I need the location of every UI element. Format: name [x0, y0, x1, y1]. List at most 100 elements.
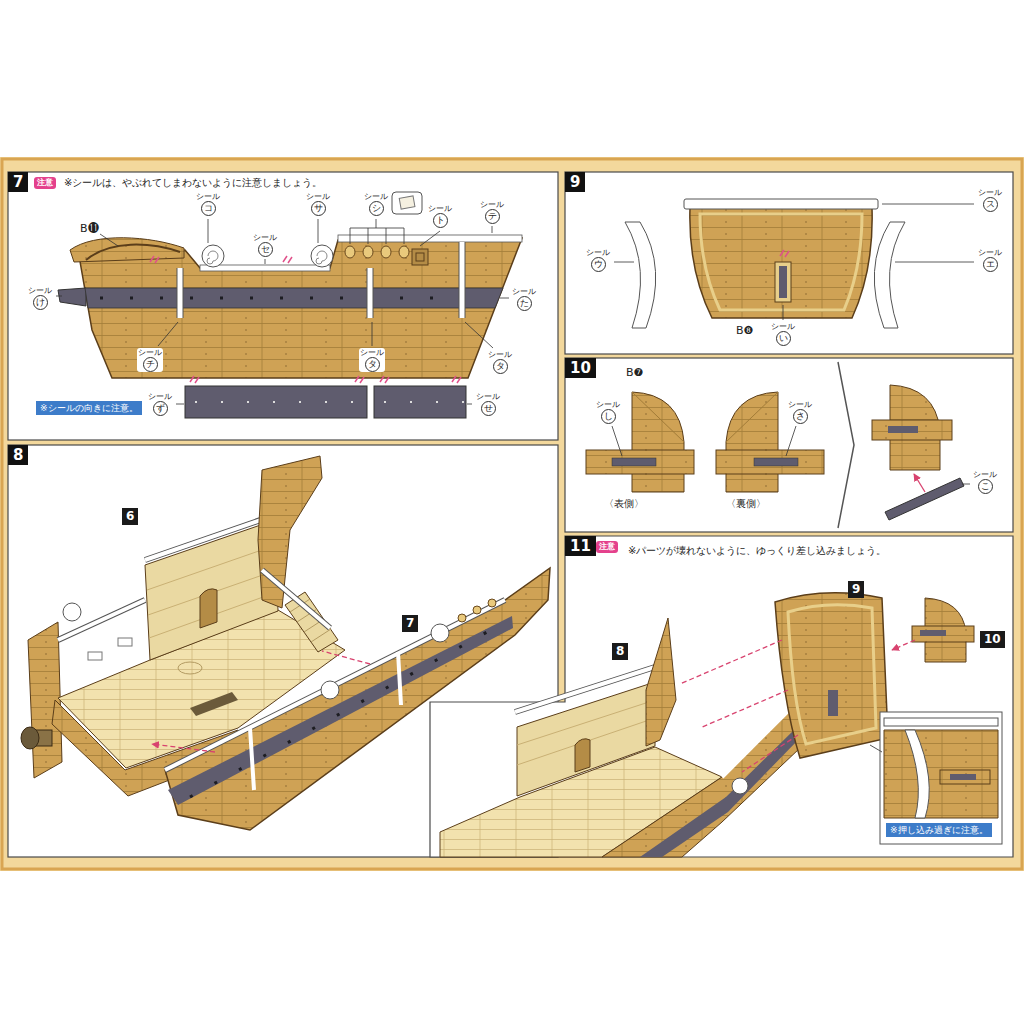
sticker-word: シール [360, 348, 384, 357]
sticker-word: シール [771, 322, 795, 331]
sticker-letter: ス [983, 197, 998, 212]
sticker-callout: シールい [770, 322, 796, 346]
rudder-parts [632, 392, 684, 492]
ship-assembly [431, 624, 449, 642]
stern-assembly [517, 682, 655, 796]
panel-frame [8, 172, 558, 440]
leader-line [56, 219, 509, 404]
sticker-callout: シールコ [195, 192, 221, 216]
part-box: 9 [848, 578, 864, 598]
ship-assembly [178, 662, 202, 674]
ship-assembly [145, 515, 275, 560]
ship-assembly [488, 599, 496, 607]
hull-side-view [399, 246, 409, 258]
leader-line [56, 219, 509, 404]
rudder-parts [612, 426, 970, 484]
sticker-word: シール [253, 233, 277, 242]
hull-side-view [345, 246, 355, 258]
note-text: ※シールの向きに注意。 [40, 402, 138, 414]
note-box: ※押し込み過ぎに注意。 [886, 823, 992, 837]
step-panel: 7注意※シールの向きに注意。シールコシールサシールシシールトシールテシールセシー… [8, 172, 558, 440]
hull-side-view [100, 297, 490, 300]
ship-assembly [145, 515, 275, 560]
ship-assembly [262, 570, 330, 628]
sticker-letter: テ [485, 209, 500, 224]
sticker-callout: シールエ [977, 248, 1003, 272]
stern-assembly [950, 774, 976, 780]
sticker-callout: シールウ [585, 248, 611, 272]
hull-side-view [392, 192, 422, 214]
sticker-word: シール [196, 192, 220, 201]
sticker-callout: シールチ [137, 348, 163, 372]
panel-frame [430, 536, 1013, 857]
hull-side-view [207, 251, 218, 264]
step-number: 7 [8, 172, 28, 192]
step-panel: 867 [8, 445, 558, 857]
sticker-letter: せ [481, 401, 496, 416]
stern-assembly [515, 667, 655, 712]
stern-assembly [905, 730, 929, 818]
stern-panel [690, 208, 872, 318]
ship-assembly [258, 456, 322, 608]
part-box: 7 [402, 612, 418, 632]
hull-side-view [416, 253, 424, 261]
ship-assembly [118, 638, 132, 646]
sticker-callout: シールず [147, 392, 173, 416]
rudder-parts [726, 392, 778, 442]
sticker-letter: た [517, 296, 532, 311]
sticker-letter: さ [793, 409, 808, 424]
caution-note: ※パーツが壊れないように、ゆっくり差し込みましょう。 [628, 545, 886, 557]
hull-side-view [200, 265, 330, 271]
hull-side-view [374, 386, 466, 418]
panel-frame [430, 536, 1013, 857]
hull-side-view [363, 246, 373, 258]
stern-assembly [440, 593, 1002, 857]
sticker-word: シール [306, 192, 330, 201]
hull-side-view [399, 196, 415, 209]
sticker-letter: シ [369, 201, 384, 216]
stern-panel [874, 222, 905, 328]
hull-side-view [58, 288, 86, 306]
rudder-parts [632, 392, 684, 442]
sticker-word: シール [480, 200, 504, 209]
ship-assembly [63, 603, 81, 621]
hull-side-view [180, 242, 462, 318]
sticker-word: シール [788, 400, 812, 409]
sticker-letter: け [33, 295, 48, 310]
stern-panel [614, 199, 974, 328]
sticker-letter: サ [311, 201, 326, 216]
sticker-letter: ウ [591, 257, 606, 272]
caution-badge: 注意 [596, 541, 618, 553]
ship-assembly [262, 570, 330, 628]
stern-assembly [920, 630, 946, 636]
stern-assembly [602, 707, 800, 857]
stern-panel [625, 222, 656, 328]
step-number: 9 [565, 172, 585, 192]
stern-panel [779, 266, 787, 298]
sticker-callout: シールせ [475, 392, 501, 416]
stern-assembly [870, 745, 882, 752]
sticker-letter: し [601, 409, 616, 424]
caution-text: 注意 [599, 541, 615, 553]
panel-frame [8, 172, 1013, 857]
note-box: ※シールの向きに注意。 [36, 401, 142, 415]
sticker-callout: シールテ [479, 200, 505, 224]
stern-assembly [884, 730, 998, 818]
stern-assembly [788, 605, 876, 744]
sticker-callout: シールし [595, 400, 621, 424]
hull-side-view [180, 242, 462, 318]
ship-assembly [58, 600, 145, 640]
ship-assembly [200, 589, 217, 628]
side-label: 〈表側〉 [604, 498, 644, 510]
sticker-callout: シールセ [252, 233, 278, 257]
sticker-letter: チ [143, 357, 158, 372]
hull-side-view [202, 245, 224, 267]
ship-assembly [250, 652, 401, 790]
ship-assembly [58, 600, 145, 640]
sticker-word: シール [138, 348, 162, 357]
part-box: 6 [122, 505, 138, 525]
page-ground [0, 157, 1024, 871]
